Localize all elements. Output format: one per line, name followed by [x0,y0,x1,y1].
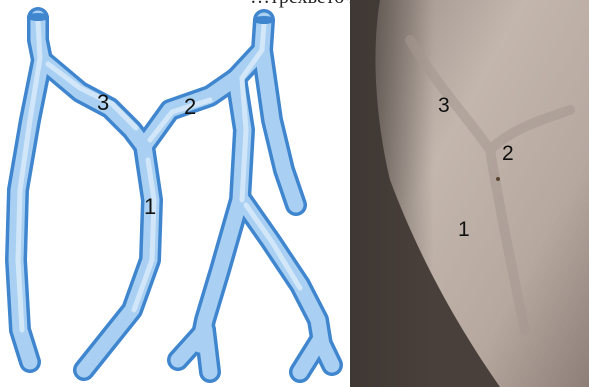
photo-label-2: 2 [502,142,514,165]
vein-schematic-drawing: 3 2 1 [0,0,350,387]
photo-label-3: 3 [438,94,450,117]
vein-network [16,13,332,372]
drawing-label-2: 2 [184,94,196,119]
photo-label-1: 1 [458,218,470,241]
forearm-photo: 3 2 1 [350,0,589,387]
skin-mark [496,177,500,181]
drawing-label-3: 3 [97,90,109,115]
drawing-label-1: 1 [144,194,156,219]
